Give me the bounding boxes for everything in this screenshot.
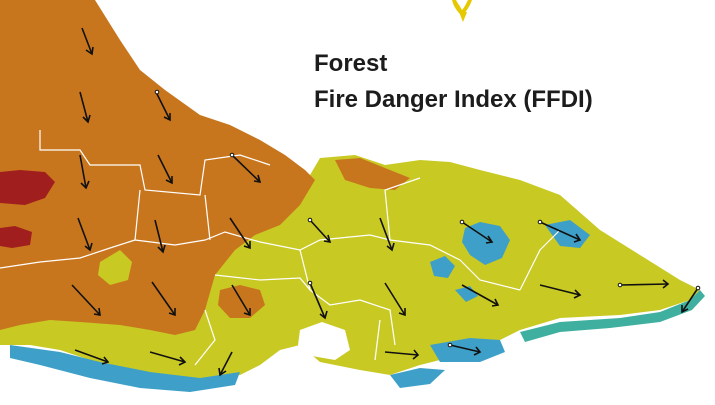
wind-arrow-icon xyxy=(149,351,187,366)
map-region-very-high-east xyxy=(335,158,410,190)
wind-arrow-icon xyxy=(157,154,173,185)
wind-arrow-icon xyxy=(155,91,171,122)
wind-arrow-icon xyxy=(218,351,233,377)
wind-arrow-icon xyxy=(81,27,94,56)
map-region-severe-2 xyxy=(0,226,32,248)
wind-arrow-icon xyxy=(74,349,110,365)
map-region-very-high xyxy=(0,0,315,335)
district-borders xyxy=(0,130,561,366)
wind-arrow-icon xyxy=(449,344,482,356)
wind-arrow-icon xyxy=(77,217,93,252)
wind-origin-dots xyxy=(154,89,701,348)
wind-arrow-icon xyxy=(619,279,670,289)
wind-arrow-icon xyxy=(79,154,90,190)
flame-icon xyxy=(452,0,472,22)
wind-arrow-icon xyxy=(231,284,251,317)
map-region-moderate-2 xyxy=(430,256,455,278)
wind-arrow-icon xyxy=(154,219,166,254)
wind-arrow-icon xyxy=(384,349,420,360)
map-region-severe xyxy=(0,170,55,205)
wind-arrow-icon xyxy=(681,287,699,314)
map-title-line-1: Forest xyxy=(314,50,388,77)
wind-arrow-icon xyxy=(231,154,262,183)
port-phillip-bay xyxy=(298,322,350,360)
wind-arrow-icon xyxy=(71,284,101,316)
wind-arrow-icon xyxy=(309,219,332,243)
wind-arrows xyxy=(71,27,699,377)
wind-arrow-icon xyxy=(79,91,91,124)
map-region-coast-3 xyxy=(390,368,445,388)
wind-arrow-icon xyxy=(461,221,494,244)
wind-arrow-icon xyxy=(151,281,176,317)
map-title-line-2: Fire Danger Index (FFDI) xyxy=(314,86,593,113)
wind-arrow-icon xyxy=(461,284,500,307)
wind-arrow-icon xyxy=(539,284,582,299)
wind-arrow-icon xyxy=(539,221,582,243)
map-region-coast-2 xyxy=(520,290,705,342)
wind-arrow-icon xyxy=(379,217,395,252)
wind-arrow-icon xyxy=(229,217,251,250)
map-region-coast xyxy=(10,345,240,392)
wind-arrow-icon xyxy=(384,282,406,317)
map-region-moderate-1 xyxy=(462,222,510,265)
wind-arrow-icon xyxy=(309,282,328,320)
map-region-high-patch xyxy=(98,250,132,285)
